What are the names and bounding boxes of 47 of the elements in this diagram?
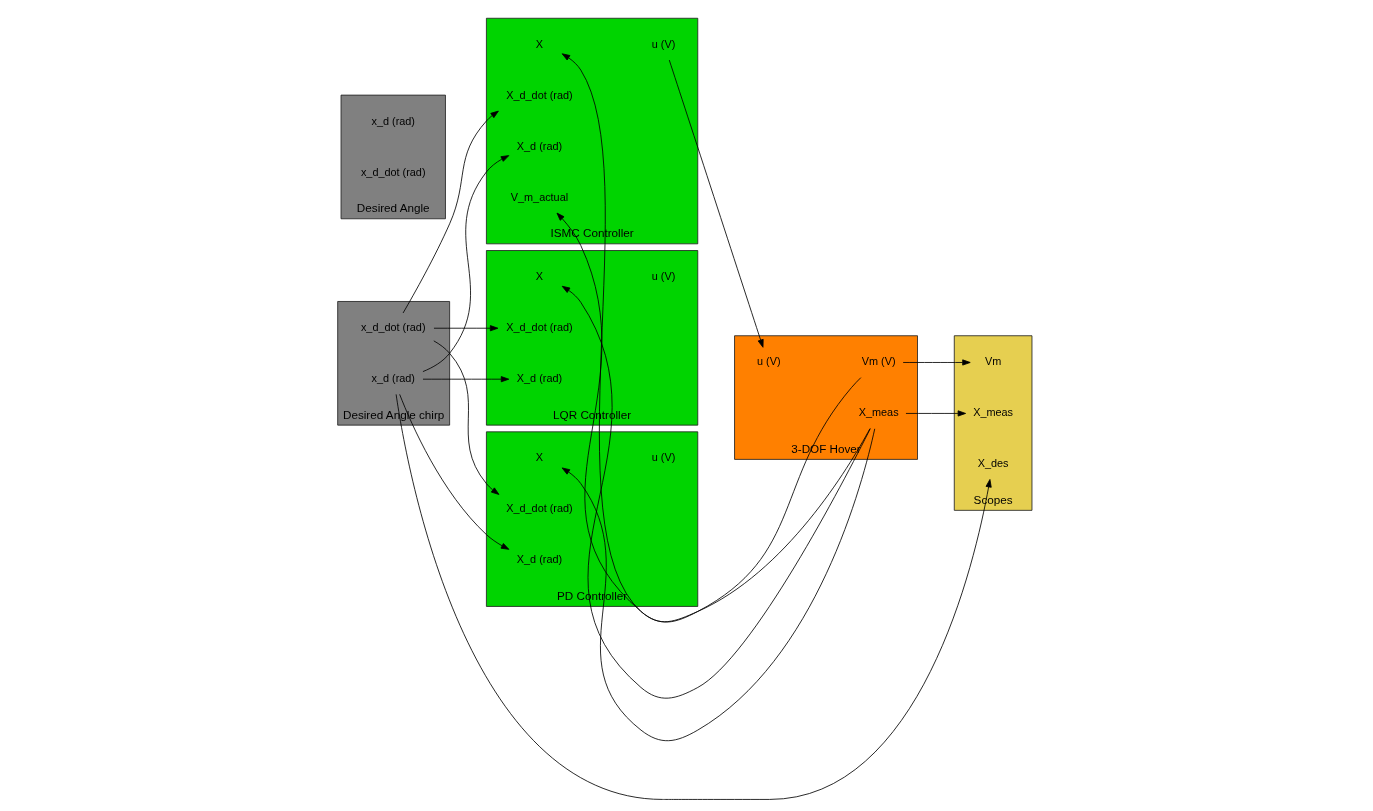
arrow: [395, 393, 992, 800]
node-text: X_d_dot (rad): [506, 321, 573, 334]
cluster: [953, 335, 1033, 511]
node-text: x_d_dot (rad): [360, 321, 426, 334]
arrow: [399, 393, 510, 550]
node-text: u (V): [651, 270, 676, 283]
node-text: X: [535, 37, 544, 50]
cluster: [485, 431, 699, 607]
arrow: [902, 359, 971, 366]
node-text: X_d (rad): [516, 139, 563, 152]
node-text: X_d_dot (rad): [506, 502, 573, 515]
node-text: u (V): [651, 451, 676, 464]
node-text: Vm: [984, 355, 1002, 368]
cluster: [485, 250, 699, 426]
node-label: Desired Angle: [356, 201, 430, 215]
node-text: Vm (V): [861, 355, 896, 368]
node-text: X_meas: [858, 406, 899, 419]
arrow: [422, 376, 510, 383]
node-text: X_des: [977, 457, 1009, 470]
node-text: X_d (rad): [516, 553, 563, 566]
arrow: [561, 53, 871, 623]
node-text: X_d_dot (rad): [506, 88, 573, 101]
cluster: [485, 17, 699, 245]
node-text: u (V): [757, 355, 781, 368]
arrow: [905, 410, 967, 417]
cluster: [340, 94, 446, 220]
node-text: x_d (rad): [371, 372, 415, 385]
node-label: ISMC Controller: [550, 226, 634, 240]
arrow: [668, 59, 764, 348]
arrow: [433, 340, 500, 495]
node-label: 3-DOF Hover: [791, 441, 861, 455]
arrow: [561, 428, 876, 742]
node-text: X_d (rad): [516, 372, 563, 385]
node-label: Desired Angle chirp: [342, 407, 445, 421]
node-text: x_d (rad): [371, 114, 415, 127]
node-text: X_meas: [973, 406, 1014, 419]
arrow: [422, 155, 510, 373]
arrow: [556, 212, 862, 623]
node-text: x_d_dot (rad): [360, 165, 426, 178]
cluster: [337, 301, 451, 426]
node-text: V_m_actual: [510, 190, 569, 203]
node-label: Scopes: [973, 492, 1013, 506]
node-text: u (V): [651, 37, 676, 50]
arrow: [561, 285, 871, 699]
arrow: [433, 325, 499, 332]
node-text: X: [535, 451, 544, 464]
node-text: X: [535, 270, 544, 283]
